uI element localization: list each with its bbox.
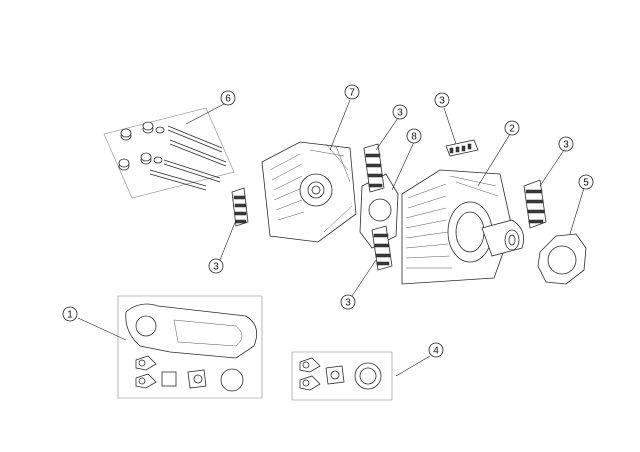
- callout-3-gasket-lower: 3: [340, 294, 356, 310]
- svg-text:1: 1: [67, 310, 73, 321]
- stud-nut-kit: [103, 107, 235, 199]
- callout-3-top: 3: [434, 92, 450, 108]
- callout-3-right: 3: [558, 136, 574, 152]
- callout-7: 7: [344, 84, 360, 100]
- callout-3-head-lower: 3: [208, 258, 224, 274]
- svg-text:5: 5: [583, 178, 589, 189]
- svg-text:3: 3: [439, 96, 445, 107]
- svg-text:3: 3: [397, 108, 403, 119]
- svg-text:4: 4: [433, 346, 439, 357]
- head-gasket: [359, 173, 399, 249]
- cylinder-with-piston: [401, 169, 525, 285]
- svg-text:3: 3: [213, 262, 219, 273]
- svg-text:8: 8: [411, 132, 417, 143]
- gasket-set-complete: [117, 295, 263, 399]
- svg-text:7: 7: [349, 88, 355, 99]
- base-gasket: [537, 233, 587, 285]
- callout-6: 6: [220, 90, 236, 106]
- reed-block-right: [523, 179, 547, 229]
- reed-block-head-lower: [231, 187, 249, 227]
- callout-5: 5: [578, 174, 594, 190]
- svg-text:3: 3: [563, 140, 569, 151]
- callout-1: 1: [62, 306, 78, 322]
- reed-block-left-head: [363, 143, 385, 193]
- svg-text:3: 3: [345, 298, 351, 309]
- svg-text:2: 2: [509, 124, 515, 135]
- cylinder-head: [261, 141, 357, 243]
- svg-text:6: 6: [225, 94, 231, 105]
- callout-8: 8: [406, 128, 422, 144]
- callout-3-head-left: 3: [392, 104, 408, 120]
- reed-block-gasket-lower: [371, 225, 393, 271]
- callout-2: 2: [504, 120, 520, 136]
- reed-block-top: [445, 139, 479, 157]
- callout-4: 4: [428, 342, 444, 358]
- leader-lines: [77, 99, 585, 377]
- gasket-set-top-end: [291, 351, 393, 401]
